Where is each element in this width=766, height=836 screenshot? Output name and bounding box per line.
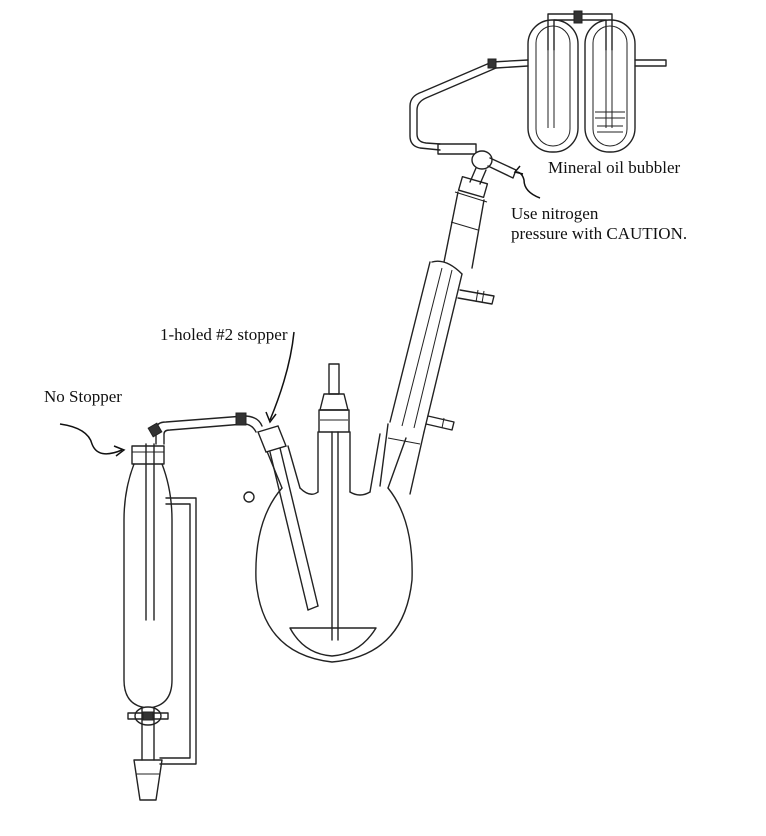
stirrer-assembly xyxy=(318,363,350,641)
condenser xyxy=(379,191,495,495)
stopper-arrow xyxy=(269,331,295,421)
no-stopper-label: No Stopper xyxy=(44,387,122,406)
caution-label-line1: Use nitrogen xyxy=(511,204,599,223)
bubbler-label: Mineral oil bubbler xyxy=(548,158,681,177)
no-stopper-arrow xyxy=(59,423,123,455)
mineral-oil-bubbler xyxy=(491,10,667,153)
caution-label-line2: pressure with CAUTION. xyxy=(511,224,688,243)
stopper-arrowhead xyxy=(265,411,277,424)
tee-adapter xyxy=(437,143,517,203)
holed-stopper xyxy=(257,425,319,611)
addition-funnel xyxy=(123,445,197,801)
caution-arrowhead xyxy=(513,165,524,175)
no-stopper-arrowhead xyxy=(113,445,126,457)
caution-arrow xyxy=(515,171,541,199)
transfer-tube xyxy=(145,412,263,621)
three-neck-flask xyxy=(243,431,413,663)
gas-line xyxy=(409,58,497,151)
stopper-label: 1-holed #2 stopper xyxy=(160,325,288,344)
